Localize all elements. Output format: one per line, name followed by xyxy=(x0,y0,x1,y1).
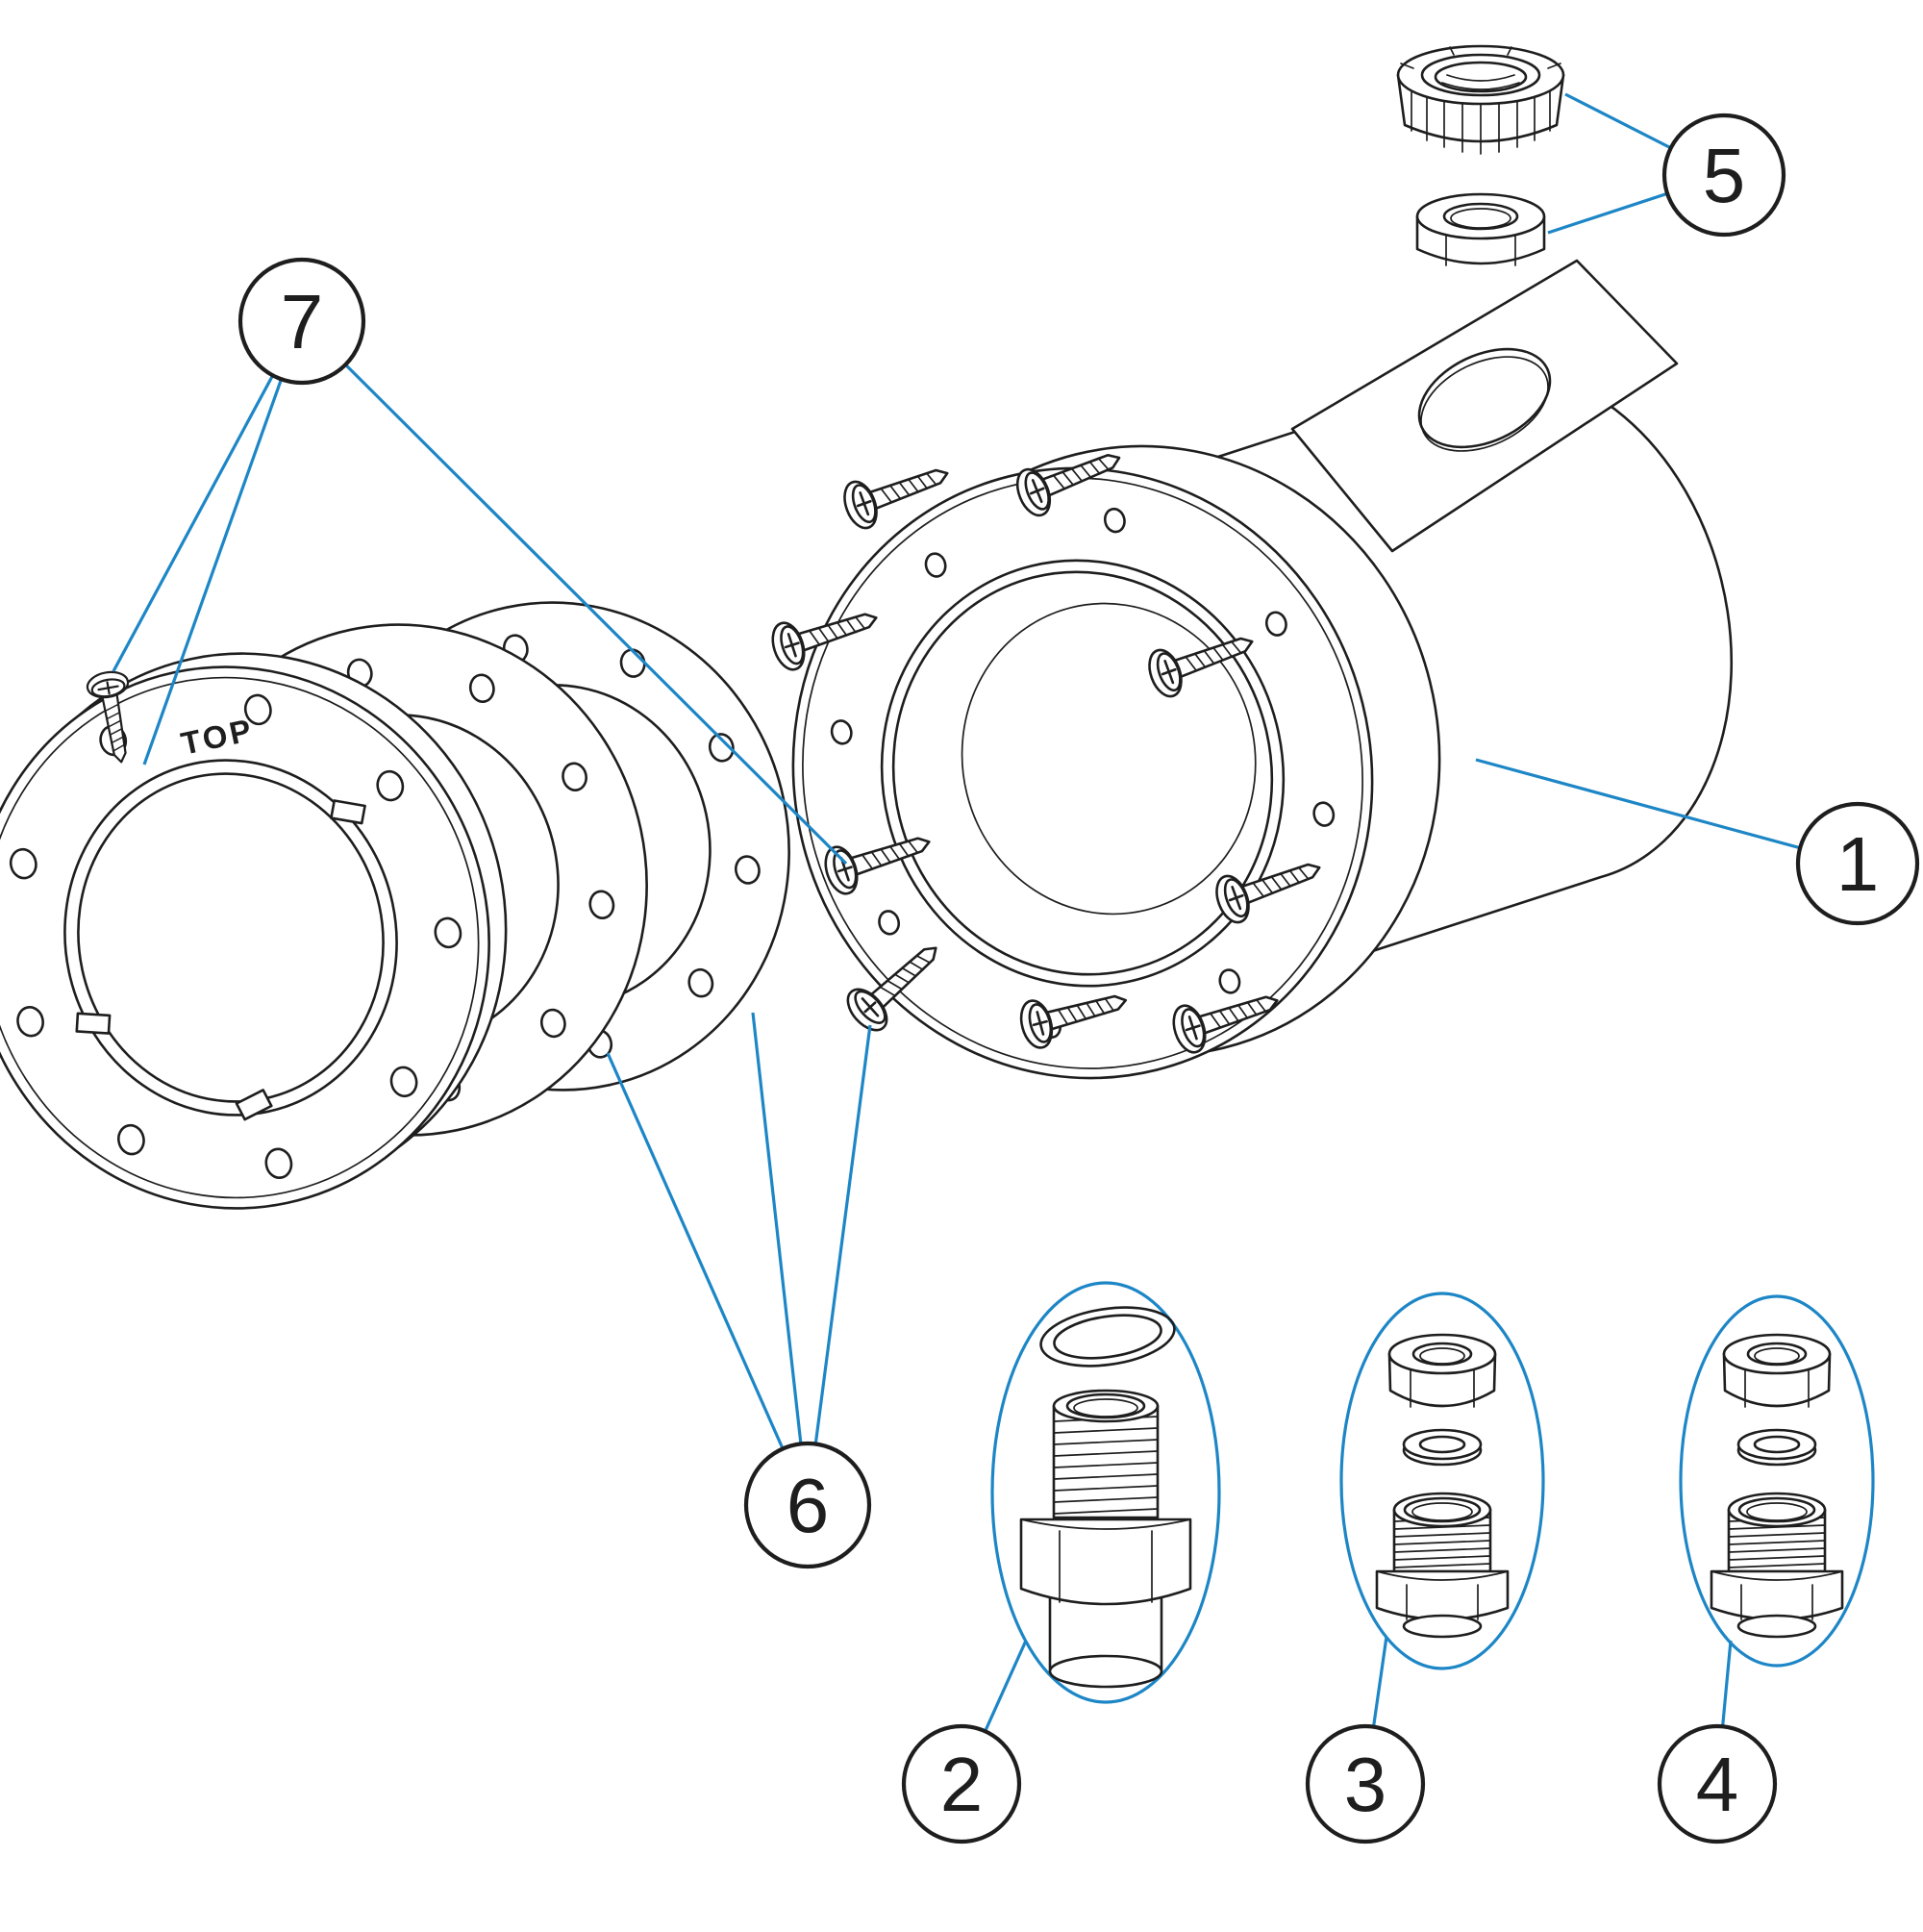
bushing-set xyxy=(1710,1333,1844,1639)
leader-line-6a xyxy=(606,1052,810,1506)
bolt-hole xyxy=(924,552,947,578)
trim-ring: TOP xyxy=(0,652,508,1210)
callout-5: 5 xyxy=(1661,113,1786,238)
bushing-set xyxy=(1375,1333,1510,1639)
callout-3: 3 xyxy=(1305,1723,1426,1844)
callout-circle xyxy=(1661,113,1786,238)
cap-nut xyxy=(1396,44,1565,155)
callout-number: 3 xyxy=(1344,1742,1387,1827)
callout-circle xyxy=(743,1441,872,1569)
callout-number: 2 xyxy=(940,1742,984,1827)
bolt-hole xyxy=(1312,801,1336,827)
part-group-outline-4 xyxy=(1679,1294,1875,1668)
leader-line-6c xyxy=(806,1024,872,1506)
ring-notch xyxy=(235,1089,273,1121)
part-group-outline-3 xyxy=(1339,1292,1545,1670)
leader-line-6b xyxy=(751,1012,810,1506)
leader-line-1 xyxy=(1475,758,1859,866)
housing-interior xyxy=(961,602,1257,916)
callout-circle xyxy=(1305,1723,1426,1844)
ring-notch xyxy=(75,1012,112,1035)
callout-circle xyxy=(1657,1723,1778,1844)
callout-number: 1 xyxy=(1836,821,1880,907)
bolt-hole xyxy=(830,719,853,745)
bolt-hole xyxy=(1264,611,1287,637)
callout-circle xyxy=(237,257,366,386)
lock-nut xyxy=(1415,192,1546,266)
callout-number: 6 xyxy=(787,1463,830,1548)
callout-circle xyxy=(1795,801,1920,926)
callout-circle xyxy=(901,1723,1022,1844)
fitting-assembly-3 xyxy=(1339,1292,1545,1670)
mounting-plate xyxy=(1290,259,1679,553)
callout-7: 7 xyxy=(237,257,366,386)
o-ring xyxy=(1039,1306,1176,1367)
callout-number: 5 xyxy=(1703,133,1746,218)
leader-line-7c xyxy=(300,319,848,866)
callout-2: 2 xyxy=(901,1723,1022,1844)
leader-line-7a xyxy=(112,320,304,672)
fitting-assembly-2 xyxy=(990,1281,1221,1704)
bolt-hole xyxy=(1218,968,1241,994)
callout-4: 4 xyxy=(1657,1723,1778,1844)
bolt-hole xyxy=(878,910,901,936)
callout-1: 1 xyxy=(1795,801,1920,926)
leader-line-7b xyxy=(142,320,304,765)
callout-number: 4 xyxy=(1696,1742,1739,1827)
part-group-outline-2 xyxy=(990,1281,1221,1704)
ring-notch xyxy=(330,799,366,825)
fitting-assembly-4 xyxy=(1679,1294,1875,1668)
bolt-hole xyxy=(1103,507,1126,534)
threaded-nipple xyxy=(1019,1389,1192,1689)
callout-6: 6 xyxy=(743,1441,872,1569)
callout-number: 7 xyxy=(281,279,324,364)
ring-bolt-holes xyxy=(9,693,462,1179)
